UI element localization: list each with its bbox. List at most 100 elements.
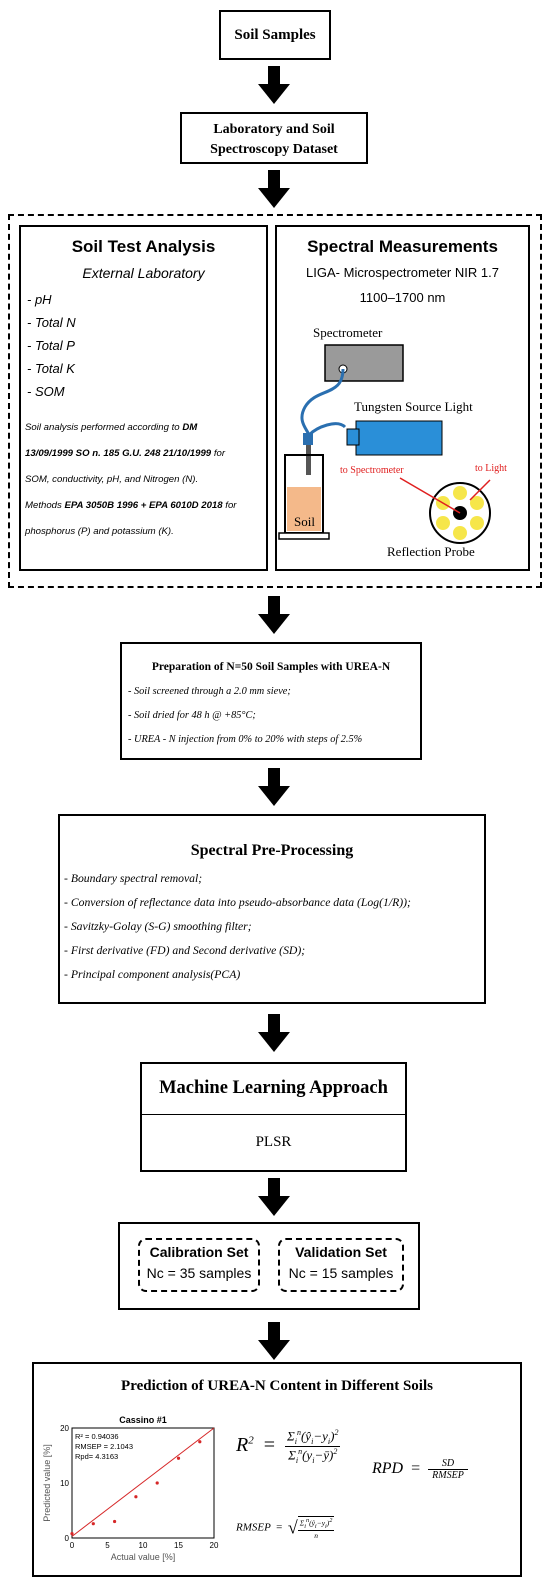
rpd-numerator: SD [428,1458,468,1470]
soil-samples-label: Soil Samples [234,27,316,43]
r2-lhs: R [236,1434,249,1457]
stat-annotation: Rpd= 4.3163 [75,1452,118,1461]
validation-set: Validation Set Nc = 15 samples [278,1238,404,1292]
data-point [176,1456,181,1460]
probe-label: Reflection Probe [387,544,475,559]
data-point [198,1440,202,1444]
note-text: Soil analysis performed according to [25,422,183,433]
preprocessing-box: Spectral Pre-Processing - Boundary spect… [58,814,486,1004]
soil-label: Soil [294,514,315,529]
spectral-line2: 1100–1700 nm [359,290,446,305]
data-point [70,1532,74,1536]
soil-test-title: Soil Test Analysis [71,237,216,256]
data-point [155,1481,159,1485]
preprocessing-title: Spectral Pre-Processing [190,842,354,859]
r2-formula: R2 = Σin(ŷi−yi)2 Σin(yi−ȳ)2 [236,1428,341,1465]
list-item: - UREA - N injection from 0% to 20% with… [128,734,363,745]
prediction-title: Prediction of UREA-N Content in Differen… [121,1378,433,1394]
soil-test-list: - pH - Total N - Total P - Total K - SOM [27,292,76,407]
x-tick-label: 10 [139,1541,148,1550]
spectral-line1: LIGA- Microspectrometer NIR 1.7 [306,265,499,280]
list-item: - pH [27,292,52,307]
list-item: - Conversion of reflectance data into ps… [64,896,411,909]
arrow-down-icon [258,768,290,806]
rpd-formula: RPD = SD RMSEP [372,1458,468,1481]
rpd-denominator: RMSEP [432,1470,464,1481]
list-item: - Total N [27,315,76,330]
dataset-box: Laboratory and Soil Spectroscopy Dataset [180,112,368,164]
data-point [113,1519,117,1524]
rmsep-lhs: RMSEP [236,1521,271,1534]
note-text: SOM, conductivity, pH, and Nitrogen (N). [25,474,199,485]
probe-setup-diagram [278,344,491,544]
y-tick-label: 0 [65,1534,70,1543]
list-item: - Total P [27,338,75,353]
stat-annotation: RMSEP = 2.1043 [75,1442,133,1451]
list-item: - Boundary spectral removal; [64,872,203,885]
calibration-count: Nc = 35 samples [146,1265,252,1281]
arrow-down-icon [258,1322,290,1360]
preparation-list: - Soil screened through a 2.0 mm sieve; … [128,686,362,758]
note-bold: 13/09/1999 SO n. 185 G.U. 248 21/10/1999 [25,448,212,459]
calibration-title: Calibration Set [149,1244,249,1260]
to-spectrometer-label: to Spectrometer [340,465,404,476]
light-source [355,420,443,456]
arrow-down-icon [258,1178,290,1216]
list-item: - Soil dried for 48 h @ +85°C; [128,710,256,721]
y-tick-label: 10 [60,1479,69,1488]
ml-method: PLSR [255,1134,292,1150]
arrow-down-icon [258,66,290,104]
list-item: - Total K [27,361,75,376]
arrow-down-icon [258,596,290,634]
preparation-box: Preparation of N=50 Soil Samples with UR… [120,642,422,760]
note-text: for [222,500,237,511]
ml-box: Machine Learning Approach PLSR [140,1062,407,1172]
x-tick-label: 0 [70,1541,75,1550]
validation-count: Nc = 15 samples [288,1265,394,1281]
list-item: - Savitzky-Golay (S-G) smoothing filter; [64,920,252,933]
dataset-line2: Spectroscopy Dataset [210,142,338,157]
note-bold: EPA 3050B 1996 + EPA 6010D 2018 [64,500,223,511]
x-tick-label: 5 [105,1541,110,1550]
note-text: phosphorus (P) and potassium (K). [25,526,174,537]
data-point [91,1522,95,1526]
list-item: - Principal component analysis(PCA) [64,968,241,981]
analysis-container [8,214,542,588]
spectrometer-device [324,344,404,382]
tungsten-label: Tungsten Source Light [354,399,473,414]
preparation-title: Preparation of N=50 Soil Samples with UR… [151,661,391,673]
spectrometer-label: Spectrometer [313,325,383,340]
rpd-lhs: RPD [372,1460,404,1478]
sets-box: Calibration Set Nc = 35 samples Validati… [118,1222,420,1310]
note-text: for [211,448,226,459]
y-axis-label: Predicted value [%] [42,1444,52,1522]
to-light-label: to Light [475,463,507,474]
validation-title: Validation Set [295,1244,387,1260]
arrow-down-icon [258,1014,290,1052]
prediction-box: Prediction of UREA-N Content in Differen… [32,1362,522,1577]
x-tick-label: 15 [174,1541,183,1550]
spectral-box: Spectral Measurements LIGA- Microspectro… [275,225,530,571]
ml-title: Machine Learning Approach [159,1078,388,1098]
dataset-line1: Laboratory and Soil [213,122,335,137]
list-item: - Soil screened through a 2.0 mm sieve; [128,686,291,697]
chart-title: Cassino #1 [119,1415,167,1425]
soil-samples-box: Soil Samples [219,10,331,60]
data-point [134,1495,138,1499]
stat-annotation: R² = 0.94036 [75,1432,119,1441]
soil-test-subtitle: External Laboratory [82,265,205,281]
x-axis-label: Actual value [%] [111,1552,176,1562]
y-tick-label: 20 [60,1424,69,1433]
calibration-set: Calibration Set Nc = 35 samples [138,1238,260,1292]
rmsep-formula: RMSEP = √ Σin(ŷi−yi)2 n [236,1516,335,1540]
soil-test-box: Soil Test Analysis External Laboratory -… [19,225,268,571]
spectral-title: Spectral Measurements [307,237,498,256]
x-tick-label: 20 [210,1541,219,1550]
fit-line [71,1427,215,1537]
soil-test-notes: Soil analysis performed according to DM … [25,415,236,545]
arrow-down-icon [258,170,290,208]
preprocessing-list: - Boundary spectral removal; - Conversio… [64,872,411,992]
list-item: - First derivative (FD) and Second deriv… [64,944,306,957]
note-text: Methods [25,500,65,511]
